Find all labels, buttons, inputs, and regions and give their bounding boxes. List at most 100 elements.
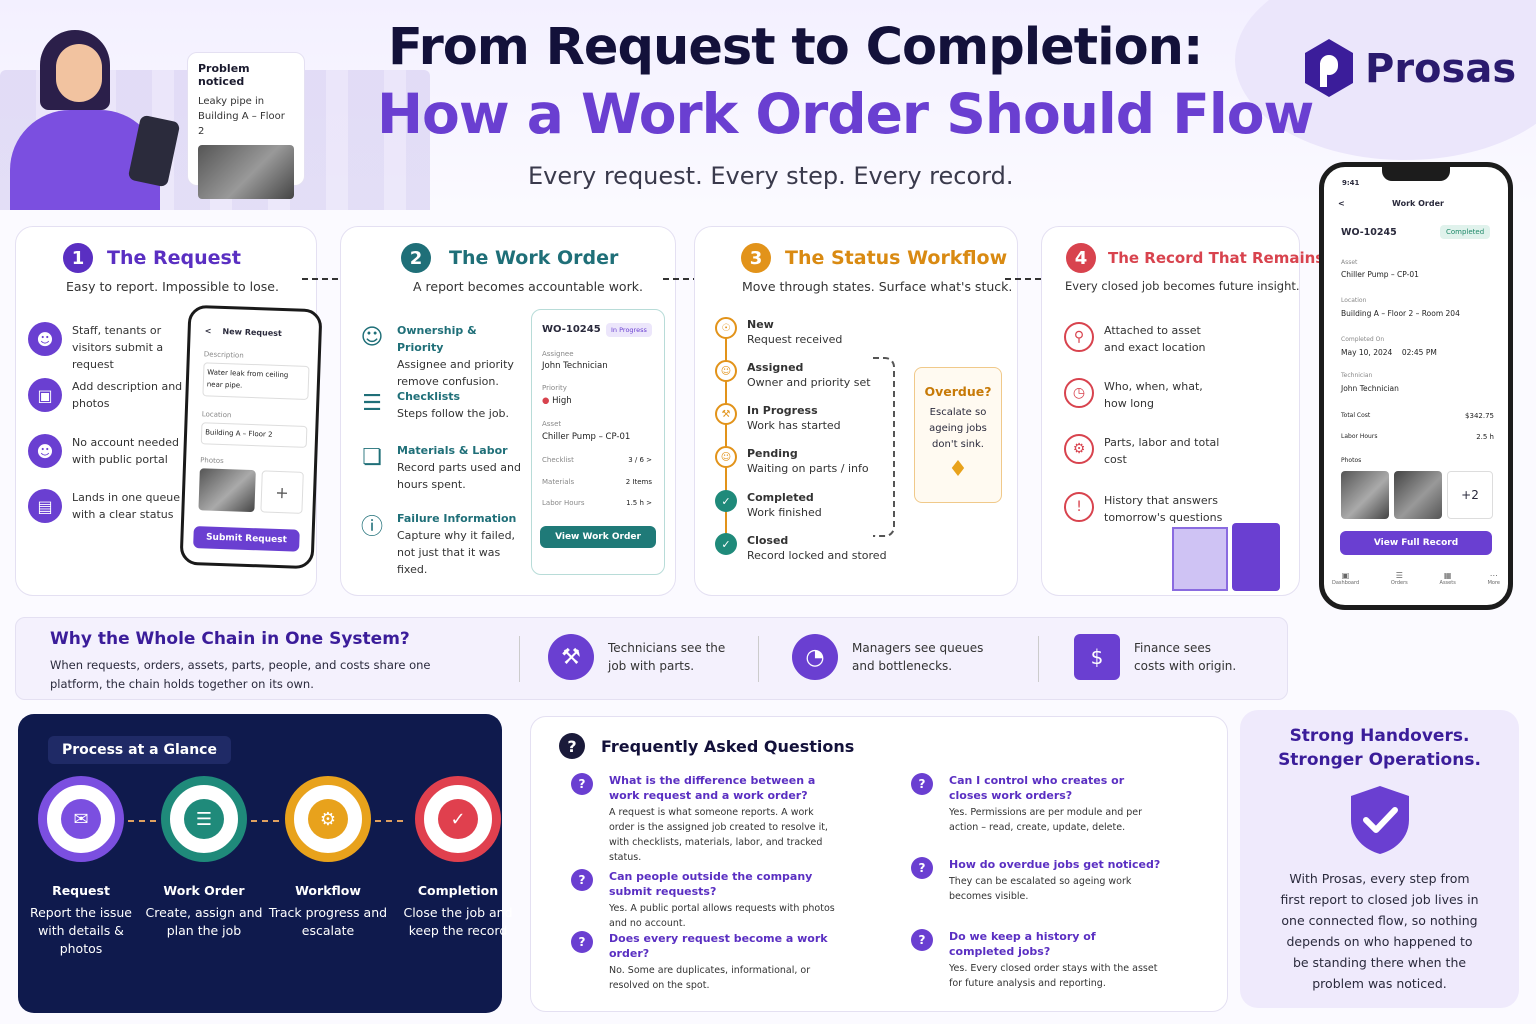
state-text: Owner and priority set bbox=[747, 376, 871, 389]
state-title: In Progress bbox=[747, 404, 818, 417]
why-point-text: Finance sees costs with origin. bbox=[1134, 641, 1237, 673]
m-asset-label: Asset bbox=[1341, 259, 1358, 266]
new-request-phone: < New Request Description Water leak fro… bbox=[179, 304, 323, 570]
wrench-icon: ⚒ bbox=[548, 634, 594, 680]
location-field[interactable]: Building A – Floor 2 bbox=[200, 422, 308, 448]
faq-item[interactable]: ? Does every request become a work order?… bbox=[571, 931, 841, 993]
m-asset: Chiller Pump – CP-01 bbox=[1341, 270, 1419, 279]
title-line2: How a Work Order Should Flow bbox=[377, 82, 1314, 146]
faq-answer: Yes. A public portal allows requests wit… bbox=[609, 903, 835, 929]
record-item: ⚙Parts, labor and total cost bbox=[1064, 434, 1224, 468]
more-icon: ⋯ bbox=[1489, 571, 1498, 580]
nav-orders[interactable]: ☰Orders bbox=[1390, 571, 1408, 586]
mobile-title: Work Order bbox=[1392, 199, 1444, 208]
wo-status-badge: In Progress bbox=[606, 323, 652, 337]
assigned-state-icon: ☺ bbox=[715, 360, 737, 382]
checklist-value[interactable]: 3 / 6 > bbox=[628, 456, 652, 464]
assignee-value: John Technician bbox=[542, 361, 608, 371]
chat-icon: ✉ bbox=[61, 799, 101, 839]
item-text: Record parts used and hours spent. bbox=[397, 461, 521, 491]
m-photo bbox=[1341, 471, 1389, 519]
view-work-order-button[interactable]: View Work Order bbox=[540, 526, 656, 548]
divider bbox=[1038, 636, 1039, 682]
wo-id: WO-10245 bbox=[542, 324, 601, 335]
glance-arrow bbox=[128, 820, 156, 822]
bell-icon: ♦ bbox=[948, 457, 968, 482]
state-title: Closed bbox=[747, 534, 789, 547]
request-subtitle: Easy to report. Impossible to lose. bbox=[66, 279, 279, 294]
state-text: Record locked and stored bbox=[747, 549, 887, 562]
divider bbox=[758, 636, 759, 682]
item-text: Assignee and priority remove confusion. bbox=[397, 358, 514, 388]
glance-step-desc: Report the issue with details & photos bbox=[29, 905, 132, 956]
labor-value[interactable]: 1.5 h > bbox=[626, 499, 652, 507]
question-icon: ? bbox=[911, 857, 933, 879]
request-title: The Request bbox=[107, 247, 241, 269]
history-icon: ! bbox=[1064, 492, 1094, 522]
submit-request-button[interactable]: Submit Request bbox=[193, 526, 300, 552]
problem-noticed-card: Problem noticed Leaky pipe in Building A… bbox=[187, 52, 305, 199]
clock-icon: ◷ bbox=[1064, 378, 1094, 408]
checklist-label: Checklist bbox=[542, 456, 574, 464]
state-text: Waiting on parts / info bbox=[747, 462, 869, 475]
nav-assets[interactable]: ▦Assets bbox=[1439, 571, 1456, 586]
brand-name: Prosas bbox=[1365, 46, 1517, 92]
add-photo-button[interactable]: + bbox=[260, 470, 304, 514]
back-icon[interactable]: < bbox=[1338, 199, 1345, 208]
archive-folder-icon bbox=[1232, 523, 1280, 591]
why-point: ⚒ Technicians see the job with parts. bbox=[548, 634, 728, 680]
glance-step-circle: ☰ bbox=[161, 776, 247, 862]
item-text: Steps follow the job. bbox=[397, 407, 510, 420]
nav-dashboard[interactable]: ▣Dashboard bbox=[1332, 571, 1360, 586]
question-icon: ? bbox=[571, 869, 593, 891]
workflow-heading: 3 The Status Workflow bbox=[741, 243, 1007, 273]
m-photos-label: Photos bbox=[1341, 457, 1362, 464]
faq-item[interactable]: ?Can I control who creates or closes wor… bbox=[911, 773, 1161, 835]
state-title: New bbox=[747, 318, 774, 331]
faq-item[interactable]: ?Can people outside the company submit r… bbox=[571, 869, 841, 931]
tagline: Every request. Every step. Every record. bbox=[528, 162, 1014, 190]
workorder-subtitle: A report becomes accountable work. bbox=[413, 279, 643, 294]
record-item: ⚲Attached to asset and exact location bbox=[1064, 322, 1224, 356]
status-time: 9:41 bbox=[1342, 179, 1360, 187]
view-full-record-button[interactable]: View Full Record bbox=[1340, 531, 1492, 555]
user-icon: ☻ bbox=[28, 322, 62, 356]
desc-label: Description bbox=[203, 350, 244, 360]
faq-title: Frequently Asked Questions bbox=[601, 736, 855, 756]
faq-question: What is the difference between a work re… bbox=[609, 774, 816, 802]
problem-title: Problem noticed bbox=[198, 62, 250, 88]
glance-step-title: Request bbox=[52, 883, 110, 898]
faq-item[interactable]: ?What is the difference between a work r… bbox=[571, 773, 841, 865]
m-labor-label: Labor Hours bbox=[1341, 433, 1378, 440]
m-photo bbox=[1394, 471, 1442, 519]
back-icon[interactable]: < bbox=[204, 326, 212, 336]
glance-step-circle: ✉ bbox=[38, 776, 124, 862]
step-number: 2 bbox=[401, 243, 431, 273]
faq-answer: A request is what someone reports. A wor… bbox=[609, 807, 828, 863]
workorder-card: 2 The Work Order A report becomes accoun… bbox=[340, 226, 676, 596]
shield-check-icon bbox=[1350, 786, 1409, 854]
why-point-text: Technicians see the job with parts. bbox=[608, 641, 726, 673]
overdue-title: Overdue? bbox=[924, 384, 992, 399]
asset-label: Asset bbox=[542, 420, 562, 428]
faq-question: Does every request become a work order? bbox=[609, 932, 828, 960]
request-item: ☻Staff, tenants or visitors submit a req… bbox=[28, 322, 196, 373]
faq-item[interactable]: ?How do overdue jobs get noticed?They ca… bbox=[911, 857, 1161, 904]
user-icon: ☻ bbox=[28, 434, 62, 468]
overdue-box: Overdue? Escalate so ageing jobs don't s… bbox=[914, 367, 1002, 503]
question-icon: ? bbox=[571, 931, 593, 953]
faq-answer: No. Some are duplicates, informational, … bbox=[609, 965, 811, 991]
m-labor: 2.5 h bbox=[1476, 433, 1494, 441]
step-number: 1 bbox=[63, 243, 93, 273]
why-title: Why the Whole Chain in One System? bbox=[50, 629, 410, 649]
parts-icon: ⚙ bbox=[1064, 434, 1094, 464]
faq-item[interactable]: ?Do we keep a history of completed jobs?… bbox=[911, 929, 1161, 991]
state-title: Assigned bbox=[747, 361, 804, 374]
m-more-photos[interactable]: +2 bbox=[1447, 471, 1493, 519]
nav-more[interactable]: ⋯More bbox=[1487, 571, 1500, 586]
workorder-heading: 2 The Work Order bbox=[401, 243, 618, 273]
desc-field[interactable]: Water leak from ceiling near pipe. bbox=[202, 362, 310, 400]
